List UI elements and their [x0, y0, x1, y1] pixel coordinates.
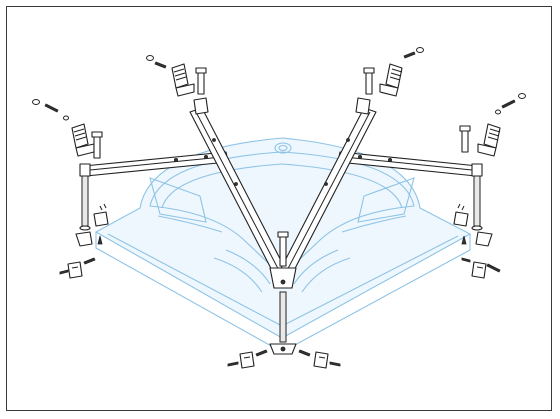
left-side-rail — [79, 151, 229, 177]
wall-bracket-upper-left — [146, 55, 207, 97]
foot-plate-left — [59, 257, 96, 279]
wall-bracket-upper-right — [363, 47, 424, 97]
apex-joint — [269, 231, 297, 289]
center-leg — [269, 291, 297, 355]
left-diagonal-strut — [189, 97, 291, 283]
left-leg — [79, 175, 91, 231]
foot-plate-bottom-left — [227, 349, 268, 369]
right-leg — [471, 175, 483, 231]
wall-bracket-far-right — [459, 93, 526, 157]
wall-bracket-far-left — [32, 99, 103, 159]
leg-clip-right — [453, 203, 493, 247]
foot-plate-right — [461, 257, 501, 279]
leg-clip-left — [75, 203, 109, 247]
foot-plate-bottom-right — [298, 349, 341, 369]
